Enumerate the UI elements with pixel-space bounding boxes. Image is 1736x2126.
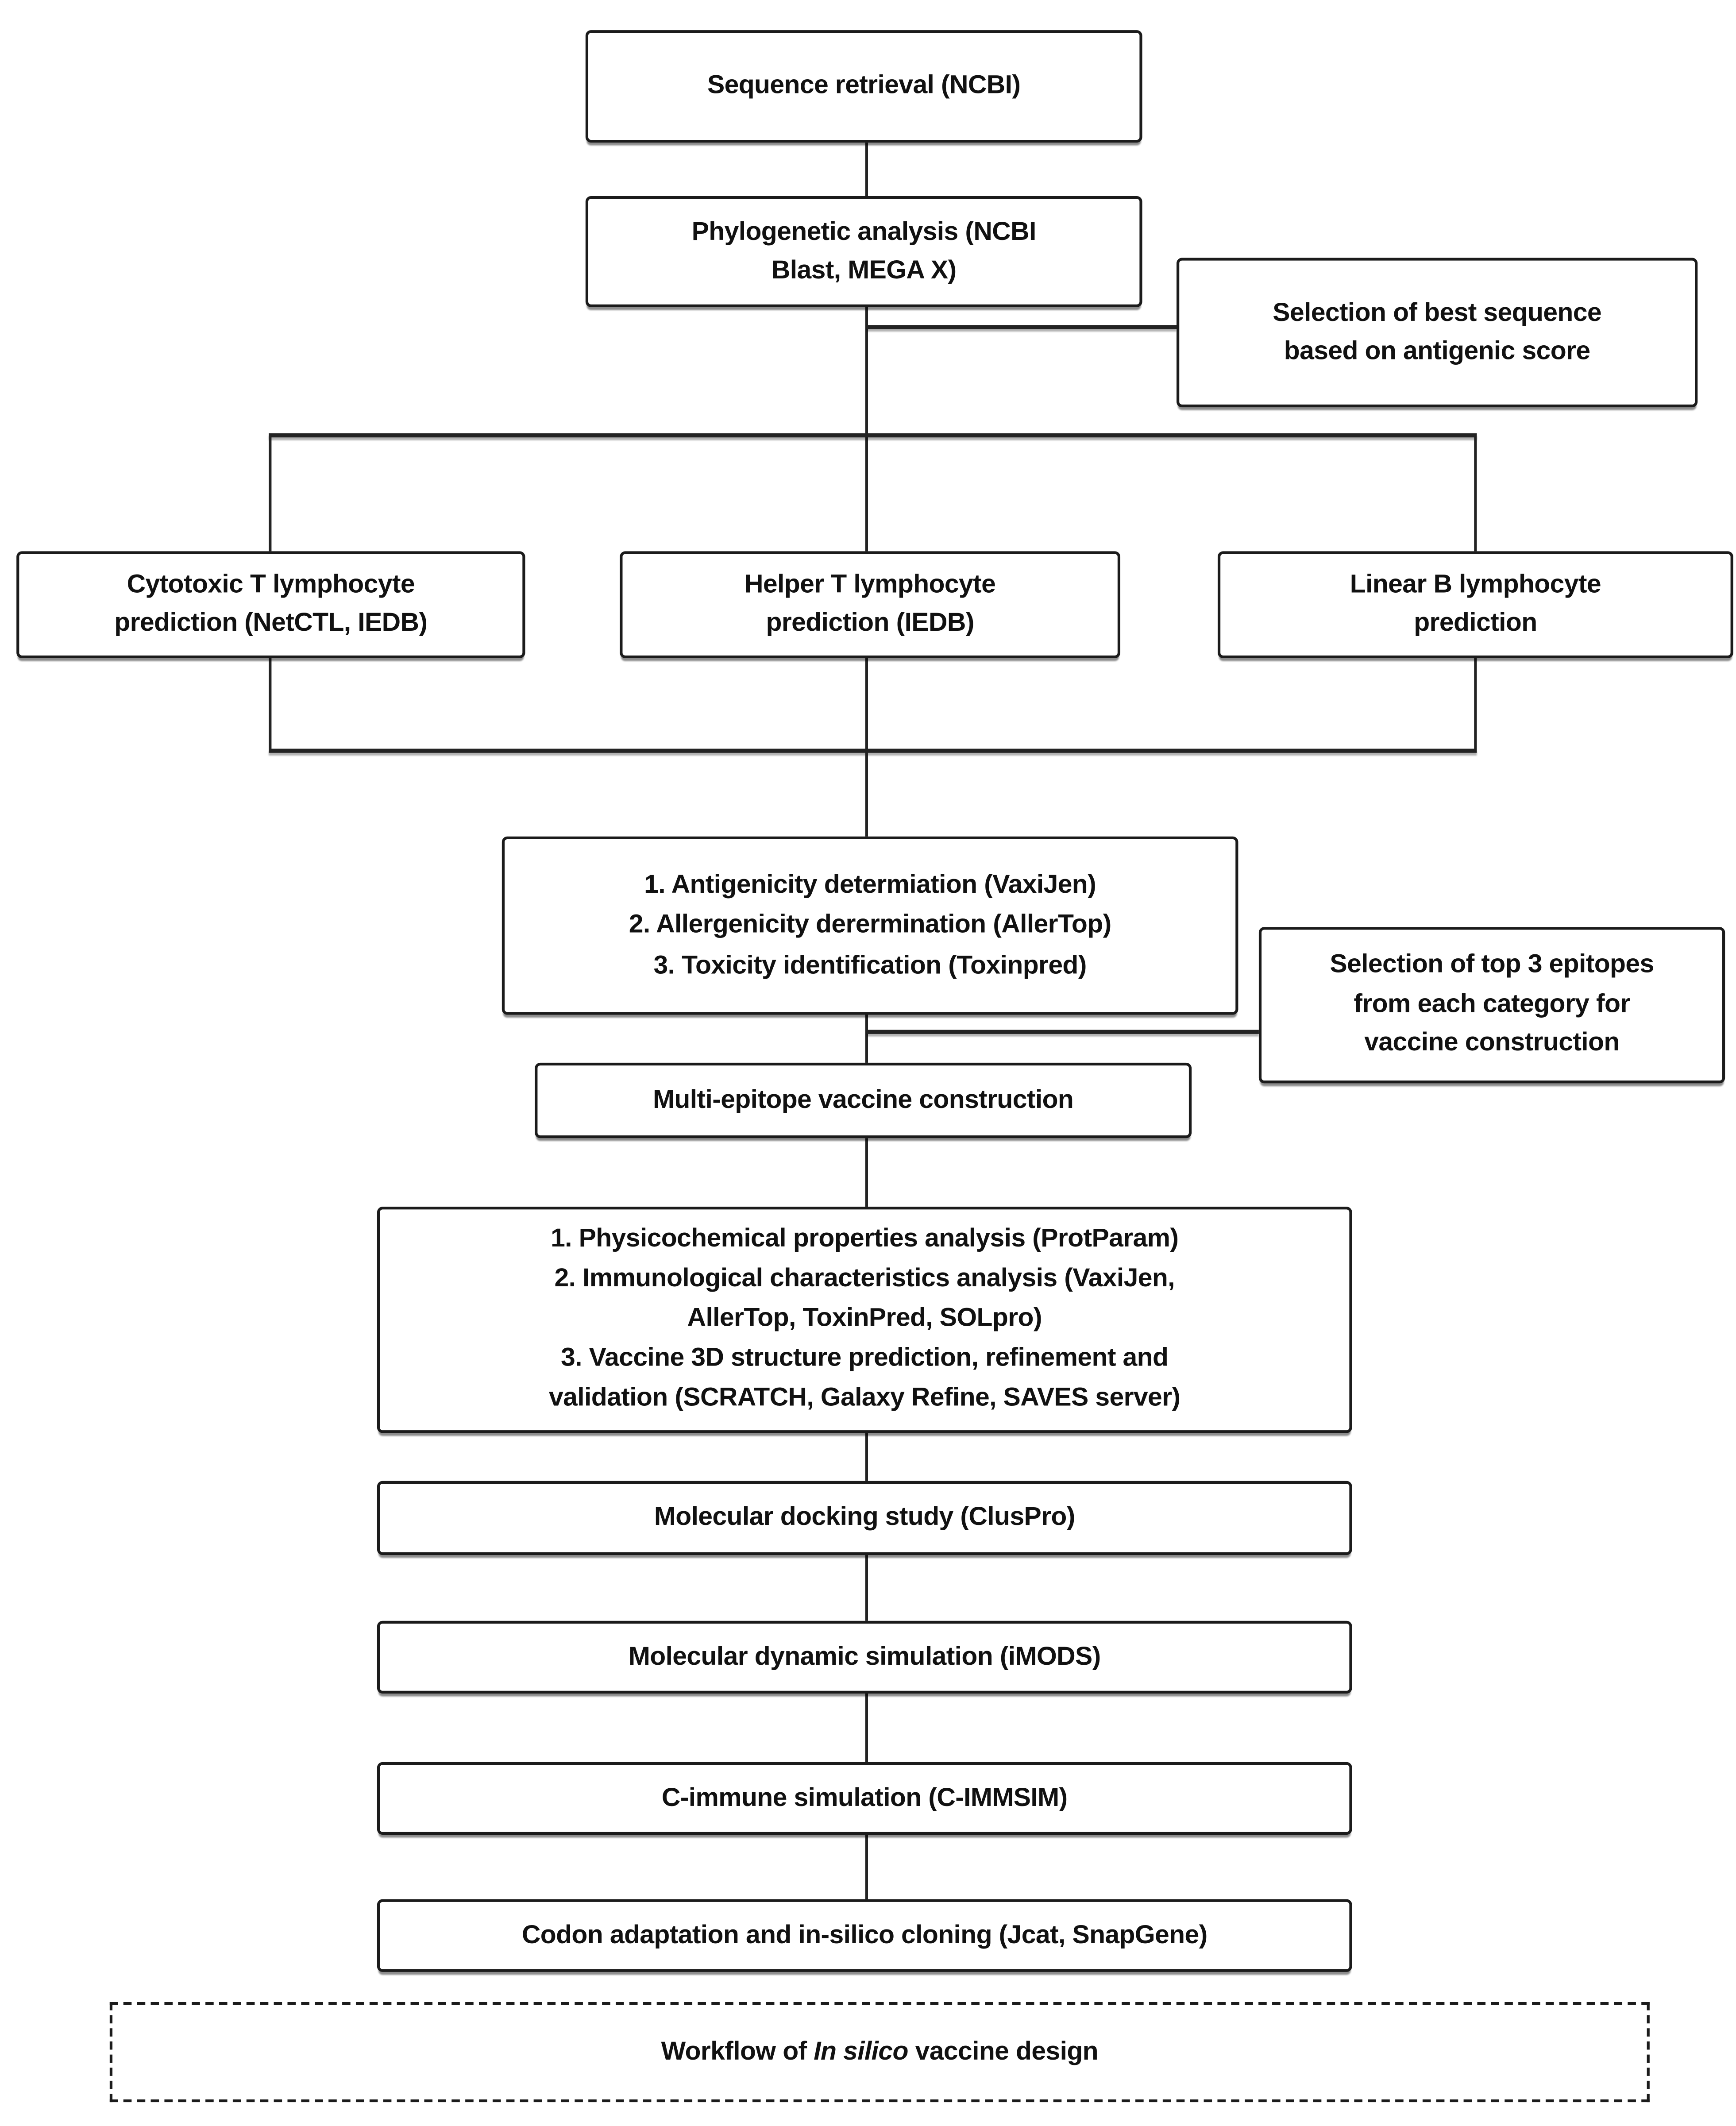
connector-branch-right-drop xyxy=(1474,433,1477,552)
node-vaccine-construction: Multi-epitope vaccine construction xyxy=(535,1062,1192,1138)
node-codon-adaptation: Codon adaptation and in-silico cloning (… xyxy=(377,1899,1352,1972)
connector-analysis-to-docking xyxy=(865,1433,868,1481)
caption-text: Workflow of In silico vaccine design xyxy=(661,2033,1099,2071)
connector-construction-to-analysis xyxy=(865,1138,868,1207)
node-linear-b-prediction: Linear B lymphocyte prediction xyxy=(1217,551,1733,659)
caption-italic: In silico xyxy=(814,2037,908,2066)
connector-branch-bar xyxy=(269,433,1477,438)
node-best-sequence-selection: Selection of best sequence based on anti… xyxy=(1177,258,1698,408)
connector-immune-to-codon xyxy=(865,1835,868,1899)
connector-sequence-to-phylogenetic xyxy=(865,143,868,197)
connector-dynamics-to-immune xyxy=(865,1693,868,1762)
connector-to-top3-selection-box xyxy=(866,1030,1259,1034)
node-molecular-docking: Molecular docking study (ClusPro) xyxy=(377,1481,1352,1555)
node-top3-epitope-selection: Selection of top 3 epitopes from each ca… xyxy=(1258,927,1725,1084)
caption-box: Workflow of In silico vaccine design xyxy=(109,2002,1650,2103)
node-molecular-dynamics: Molecular dynamic simulation (iMODS) xyxy=(377,1621,1352,1694)
caption-prefix: Workflow of xyxy=(661,2037,814,2066)
node-vaccine-analysis: 1. Physicochemical properties analysis (… xyxy=(377,1207,1352,1433)
connector-merge-to-screening xyxy=(865,658,868,837)
connector-phylogenetic-to-branch xyxy=(865,307,868,552)
node-helper-t-prediction: Helper T lymphocyte prediction (IEDB) xyxy=(620,551,1121,659)
node-epitope-screening: 1. Antigenicity determiation (VaxiJen) 2… xyxy=(502,836,1238,1015)
connector-merge-left-drop xyxy=(269,658,272,749)
connector-to-best-sequence-box xyxy=(866,325,1177,329)
connector-merge-bar xyxy=(269,749,1477,753)
connector-merge-right-drop xyxy=(1474,658,1477,749)
connector-docking-to-dynamics xyxy=(865,1555,868,1621)
node-immune-simulation: C-immune simulation (C-IMMSIM) xyxy=(377,1762,1352,1835)
node-phylogenetic-analysis: Phylogenetic analysis (NCBI Blast, MEGA … xyxy=(585,196,1142,307)
connector-branch-left-drop xyxy=(269,433,272,552)
caption-suffix: vaccine design xyxy=(908,2037,1099,2066)
connector-screening-to-construction xyxy=(865,1015,868,1063)
node-sequence-retrieval: Sequence retrieval (NCBI) xyxy=(585,30,1142,143)
node-cytotoxic-t-prediction: Cytotoxic T lymphocyte prediction (NetCT… xyxy=(16,551,525,659)
